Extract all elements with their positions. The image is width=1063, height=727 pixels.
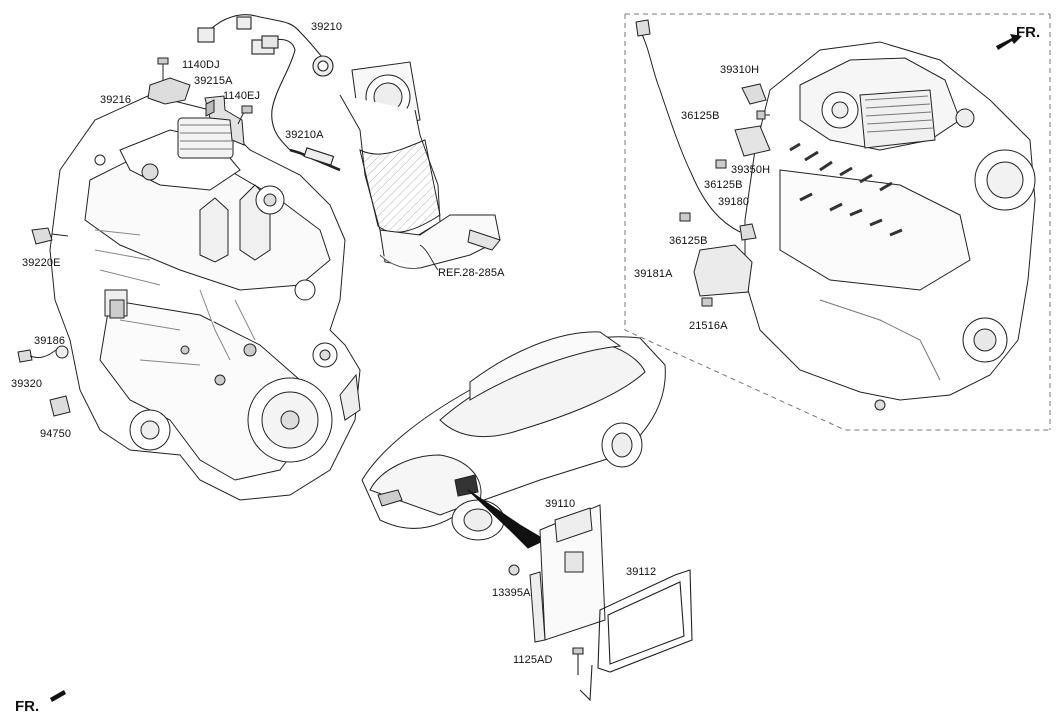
detail-box <box>624 13 1051 431</box>
label-39216: 39216 <box>100 94 132 106</box>
label-39112: 39112 <box>626 566 657 578</box>
label-13395a: 13395A <box>492 587 531 599</box>
label-39110: 39110 <box>545 498 576 510</box>
label-ref: REF.28-285A <box>438 267 505 279</box>
fr-arrow-bottom-icon <box>50 690 66 702</box>
brackets-top-left <box>147 57 253 146</box>
oxygen-sensor-39210 <box>197 14 341 172</box>
label-1140dj: 1140DJ <box>182 59 220 71</box>
ref-leader <box>419 244 439 271</box>
car-to-ecu-arrow <box>467 489 547 549</box>
label-39310h: 39310H <box>720 64 760 76</box>
label-36125b-2: 36125B <box>704 179 743 191</box>
label-94750: 94750 <box>40 428 72 440</box>
ecu-bracket <box>572 569 693 702</box>
label-39210: 39210 <box>311 21 343 33</box>
label-21516a: 21516A <box>689 320 728 332</box>
label-36125b-3: 36125B <box>669 235 708 247</box>
label-1140ej: 1140EJ <box>223 90 261 102</box>
fr-arrow-top-icon <box>996 34 1022 50</box>
label-39210a: 39210A <box>285 129 324 141</box>
right-sensor-parts <box>635 19 771 307</box>
label-39350h: 39350H <box>731 164 771 176</box>
label-39220e: 39220E <box>22 257 61 269</box>
car-outline <box>361 331 666 541</box>
label-36125b-1: 36125B <box>681 110 720 122</box>
left-sensors <box>17 227 71 417</box>
label-39186: 39186 <box>34 335 66 347</box>
label-1125ad: 1125AD <box>513 654 553 666</box>
right-engine <box>744 41 1036 411</box>
fr-label-bottom: FR. <box>15 698 40 715</box>
catalytic-converter <box>339 61 501 269</box>
ecu-module <box>508 504 606 643</box>
left-engine <box>49 94 361 501</box>
label-39320: 39320 <box>11 378 43 390</box>
label-39215a: 39215A <box>194 75 233 87</box>
label-39180: 39180 <box>718 196 750 208</box>
label-39181a: 39181A <box>634 268 673 280</box>
fr-label-top: FR. <box>1016 24 1041 41</box>
